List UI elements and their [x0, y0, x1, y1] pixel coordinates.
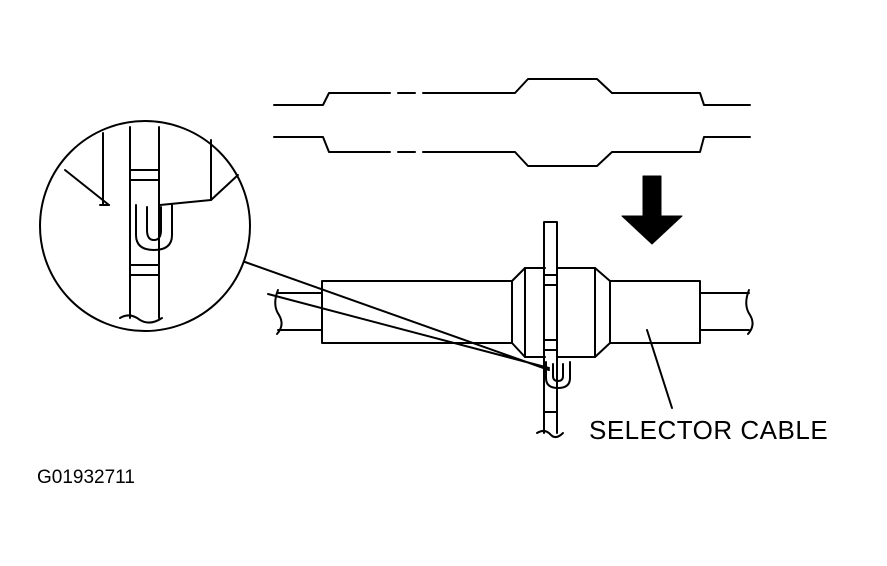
detail-circle	[39, 120, 251, 332]
selector-cable-leader	[646, 329, 673, 409]
detail-plate-break	[119, 314, 163, 324]
cable-clip-outer	[545, 361, 571, 389]
cable-right-tube	[609, 280, 701, 344]
cable-clip-inner	[552, 363, 564, 382]
detail-clip-inner	[146, 206, 162, 241]
down-arrow-icon	[621, 175, 683, 245]
cable-bracket-ticks	[543, 274, 558, 413]
cable-right-thin	[699, 292, 750, 331]
detail-clip-outer	[135, 204, 173, 251]
detail-bracket-right-edge	[210, 174, 239, 201]
cable-left-break	[274, 289, 283, 335]
cable-left-tube	[321, 280, 513, 344]
cable-bracket-break	[536, 429, 564, 439]
cable-nut-left	[511, 267, 546, 358]
cable-outline-top	[273, 78, 751, 167]
cable-outline-upper-edge	[273, 78, 751, 106]
detail-plate	[129, 126, 160, 319]
cable-right-break	[745, 289, 754, 335]
cable-outline-lower-edge	[273, 136, 751, 167]
selector-cable-label: SELECTOR CABLE	[589, 415, 829, 445]
cable-assembled	[274, 221, 754, 439]
detail-bracket-left	[99, 132, 110, 206]
detail-bracket-left-edge	[64, 169, 110, 206]
cable-left-thin	[277, 292, 323, 331]
cable-nut-right	[556, 267, 611, 358]
figure-id: G01932711	[37, 467, 135, 488]
detail-plate-ticks	[129, 169, 160, 276]
magnifier-leader-lines	[244, 261, 550, 371]
cable-bracket-plate	[543, 221, 558, 434]
detail-bracket-right	[159, 139, 212, 206]
detail-magnifier	[39, 120, 251, 332]
